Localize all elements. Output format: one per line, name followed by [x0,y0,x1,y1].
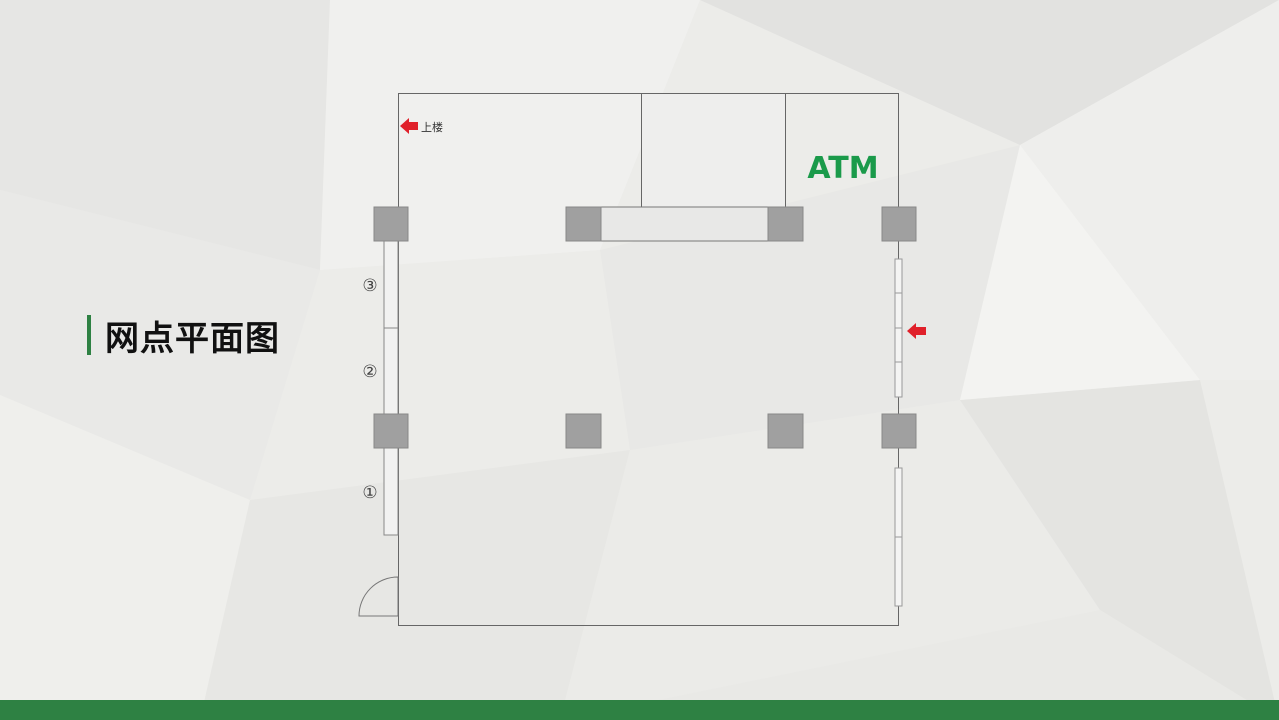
glass-panel [894,536,903,607]
glass-panel [894,327,903,363]
back-room [642,94,785,207]
glass-panel [894,258,903,294]
pillar [767,413,804,449]
arrow-left-icon [907,323,926,339]
service-window-1 [383,447,399,536]
pillar [565,206,602,242]
page-heading: 网点平面图 [87,313,280,359]
door-swing [358,576,399,617]
glass-panel [894,467,903,538]
atm-label: ATM [807,151,878,186]
pillar [373,206,409,242]
window-label-1: ① [362,483,377,503]
upstairs-label: 上楼 [421,120,443,134]
page-title: 网点平面图 [105,318,280,359]
counter-beam [600,206,769,242]
footer-bar [0,700,1279,720]
pillar [565,413,602,449]
glass-panel [894,361,903,398]
pillar [881,413,917,449]
service-window-3 [383,240,399,329]
pillar [881,206,917,242]
window-label-3: ③ [362,276,377,296]
pillar [373,413,409,449]
window-label-2: ② [362,362,377,382]
arrow-left-icon [400,118,418,134]
title-accent-bar [87,315,91,355]
service-window-2 [383,327,399,415]
glass-panel [894,292,903,329]
pillar [767,206,804,242]
